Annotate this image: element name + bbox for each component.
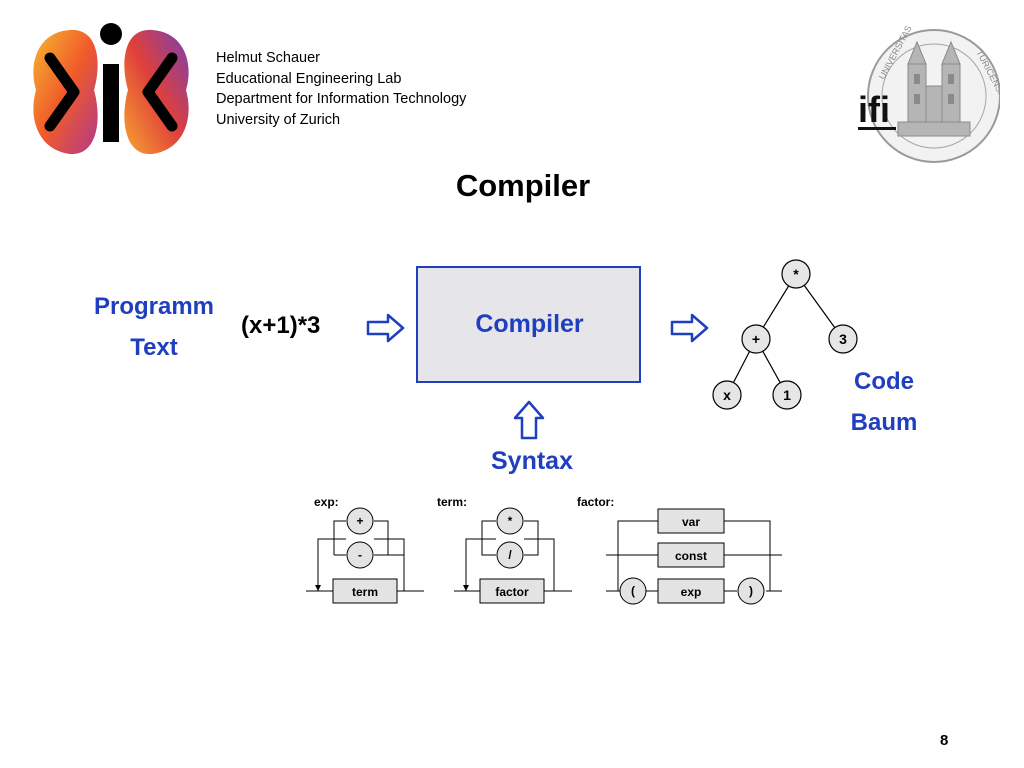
rule-factor-open: ( [631, 584, 635, 598]
affiliation-block: Helmut Schauer Educational Engineering L… [216, 48, 466, 130]
rule-exp-item: term [352, 585, 378, 599]
ifi-logo-text: ifi [858, 89, 890, 130]
syntax-rules-diagram: exp: term: factor: + - term * / factor [306, 495, 782, 605]
right-arrow-icon [670, 313, 709, 343]
output-label: Code Baum [836, 361, 932, 443]
tree-node-label: 3 [839, 331, 847, 347]
right-arrow-icon [366, 313, 405, 343]
input-label: Programm Text [78, 286, 230, 368]
lab-name: Educational Engineering Lab [216, 70, 402, 87]
rule-exp-op-minus: - [358, 548, 362, 562]
rule-term-op-mul: * [508, 514, 513, 528]
university-seal-logo: UNIVERSITAS TURICENSIS ifi [858, 26, 1000, 163]
syntax-tree: * + 3 x 1 [712, 259, 858, 410]
slide-title: Compiler [455, 168, 591, 203]
input-example: (x+1)*3 [241, 312, 321, 339]
syntax-label: Syntax [491, 447, 573, 475]
rule-factor [606, 520, 782, 592]
page-number: 8 [940, 732, 949, 749]
rule-factor-const: const [675, 549, 707, 563]
tree-node-label: x [723, 387, 731, 403]
tree-node: * [781, 259, 811, 289]
department-name: Department for Information Technology [216, 91, 467, 107]
university-name: University of Zurich [216, 111, 341, 128]
rule-exp-op: + - [346, 507, 374, 569]
output-label-line1: Code [854, 368, 914, 395]
tree-node: x [712, 380, 742, 410]
tree-node: + [741, 324, 771, 354]
input-label-line2: Text [130, 334, 178, 361]
tree-node-label: + [752, 331, 760, 347]
rule-factor-close: ) [749, 584, 753, 598]
up-arrow-icon [513, 400, 545, 440]
rule-term-item: factor [495, 585, 529, 599]
rule-factor-var: var [682, 515, 700, 529]
rule-term [454, 520, 572, 592]
rule-name-exp: exp: [314, 495, 339, 509]
tree-node-label: 1 [783, 387, 791, 403]
tree-node: 1 [772, 380, 802, 410]
output-label-line2: Baum [850, 409, 918, 436]
compiler-box-label: Compiler [475, 310, 584, 338]
rule-exp-op-plus: + [356, 514, 363, 528]
rule-factor-inner: exp [681, 585, 702, 599]
rule-name-term: term: [437, 495, 467, 509]
tree-node-label: * [793, 266, 799, 282]
rule-term-op-div: / [508, 548, 512, 562]
rule-exp [306, 538, 424, 592]
ik-logo [33, 23, 189, 155]
compiler-box [416, 266, 641, 383]
rule-name-factor: factor: [577, 495, 614, 509]
tree-node: 3 [828, 324, 858, 354]
input-label-line1: Programm [93, 293, 215, 320]
author-name: Helmut Schauer [216, 50, 320, 66]
